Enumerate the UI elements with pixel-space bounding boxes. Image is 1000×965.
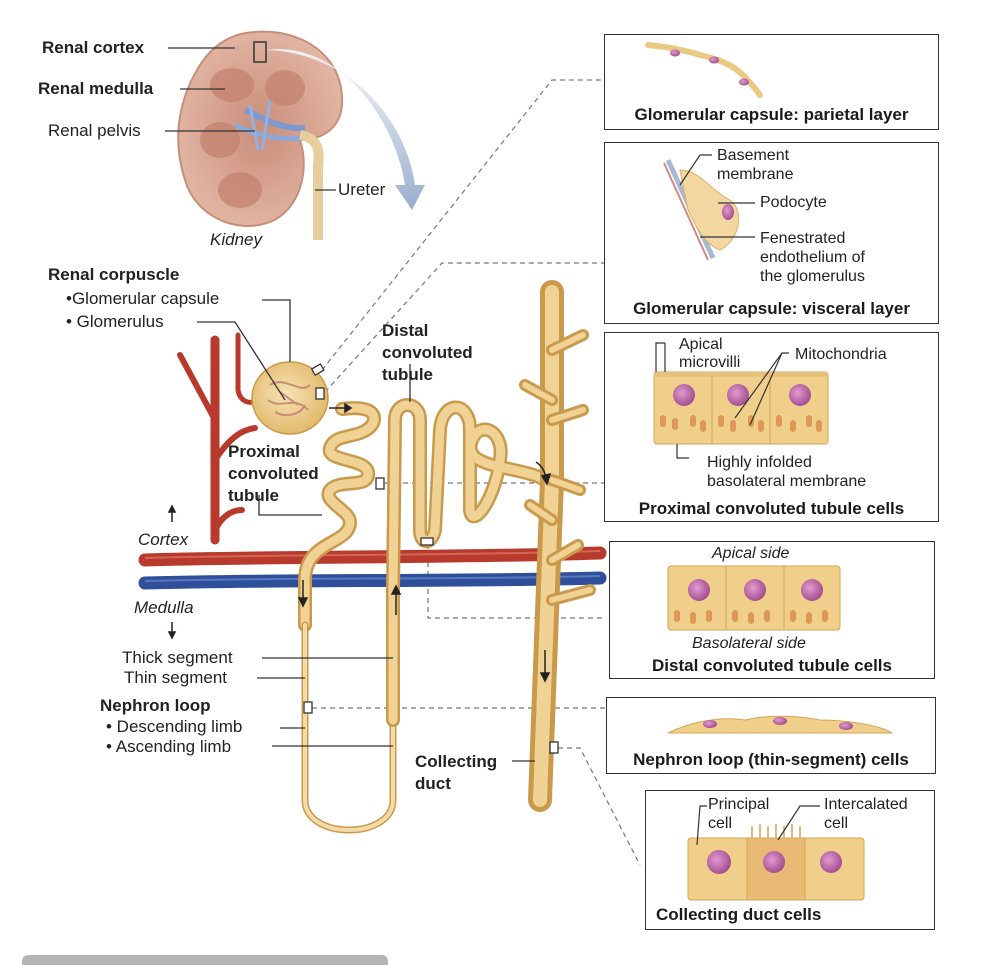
label-thin-segment: Thin segment [124, 668, 227, 687]
label-intercalated: Intercalated [824, 796, 908, 813]
label-proximal-line3: tubule [228, 486, 279, 505]
label-kidney-caption: Kidney [210, 230, 262, 249]
label-nephron-loop: Nephron loop [100, 696, 211, 715]
label-microvilli: microvilli [679, 354, 741, 371]
label-ascending-limb: • Ascending limb [106, 737, 232, 756]
label-intercalated-cell: cell [824, 815, 849, 832]
label-basolateral-side: Basolateral side [692, 635, 806, 652]
label-principal-cell: cell [708, 815, 733, 832]
label-collecting-line1: Collecting [415, 752, 498, 771]
label-proximal-line2: convoluted [228, 464, 319, 483]
panel-pct-cells: Apical microvilli Mitochondria Highly in… [604, 332, 939, 522]
label-distal-line3: tubule [382, 365, 433, 384]
label-principal: Principal [708, 796, 770, 813]
panel-title-cd: Collecting duct cells [656, 905, 822, 924]
panel-title-pct: Proximal convoluted tubule cells [638, 499, 905, 518]
label-apical-side: Apical side [712, 545, 790, 562]
label-collecting-line2: duct [415, 774, 451, 793]
label-endothelium-of: endothelium of [760, 249, 865, 266]
label-glomerular-capsule: •Glomerular capsule [66, 289, 220, 308]
nephron-tubules [298, 280, 596, 834]
label-membrane: membrane [717, 166, 794, 183]
label-distal-line2: convoluted [382, 343, 473, 362]
label-podocyte: Podocyte [760, 194, 827, 211]
label-renal-cortex: Renal cortex [42, 38, 145, 57]
label-proximal-line1: Proximal [228, 442, 300, 461]
sample-markers [303, 363, 559, 754]
label-mitochondria: Mitochondria [795, 346, 887, 363]
bottom-scrollbar[interactable] [22, 955, 388, 965]
label-thick-segment: Thick segment [122, 648, 233, 667]
label-distal-line1: Distal [382, 321, 429, 340]
panel-cd-cells: Principal cell Intercalated cell Collect… [645, 790, 935, 930]
label-fenestrated: Fenestrated [760, 230, 846, 247]
panel-parietal-layer: Glomerular capsule: parietal layer [604, 34, 939, 130]
panel-title-dct: Distal convoluted tubule cells [652, 656, 892, 675]
panel-title-loop: Nephron loop (thin-segment) cells [633, 750, 909, 769]
label-renal-pelvis: Renal pelvis [48, 121, 141, 140]
flow-arrows [167, 402, 552, 683]
label-ureter: Ureter [338, 180, 386, 199]
label-apical: Apical [679, 336, 723, 353]
label-the-glomerulus: the glomerulus [760, 268, 865, 285]
panel-dct-cells: Apical side Basolateral side Distal conv… [609, 541, 935, 679]
label-glomerulus: • Glomerulus [66, 312, 164, 331]
panel-visceral-layer: Basement membrane Podocyte Fenestrated e… [604, 142, 939, 324]
panel-title-parietal: Glomerular capsule: parietal layer [634, 105, 909, 124]
kidney-leader-lines [165, 47, 336, 191]
nephron-leader-lines [197, 299, 535, 762]
label-renal-corpuscle: Renal corpuscle [48, 265, 180, 284]
panel-title-visceral: Glomerular capsule: visceral layer [633, 299, 910, 318]
label-highly-infolded: Highly infolded [707, 454, 812, 471]
artery-vessels [138, 332, 607, 567]
label-cortex: Cortex [138, 530, 189, 549]
label-descending-limb: • Descending limb [106, 717, 243, 736]
label-basement: Basement [717, 147, 790, 164]
panel-loop-cells: Nephron loop (thin-segment) cells [606, 697, 936, 774]
label-renal-medulla: Renal medulla [38, 79, 154, 98]
label-basolateral-membrane: basolateral membrane [707, 473, 867, 490]
label-medulla: Medulla [134, 598, 194, 617]
kidney-illustration [177, 30, 425, 240]
